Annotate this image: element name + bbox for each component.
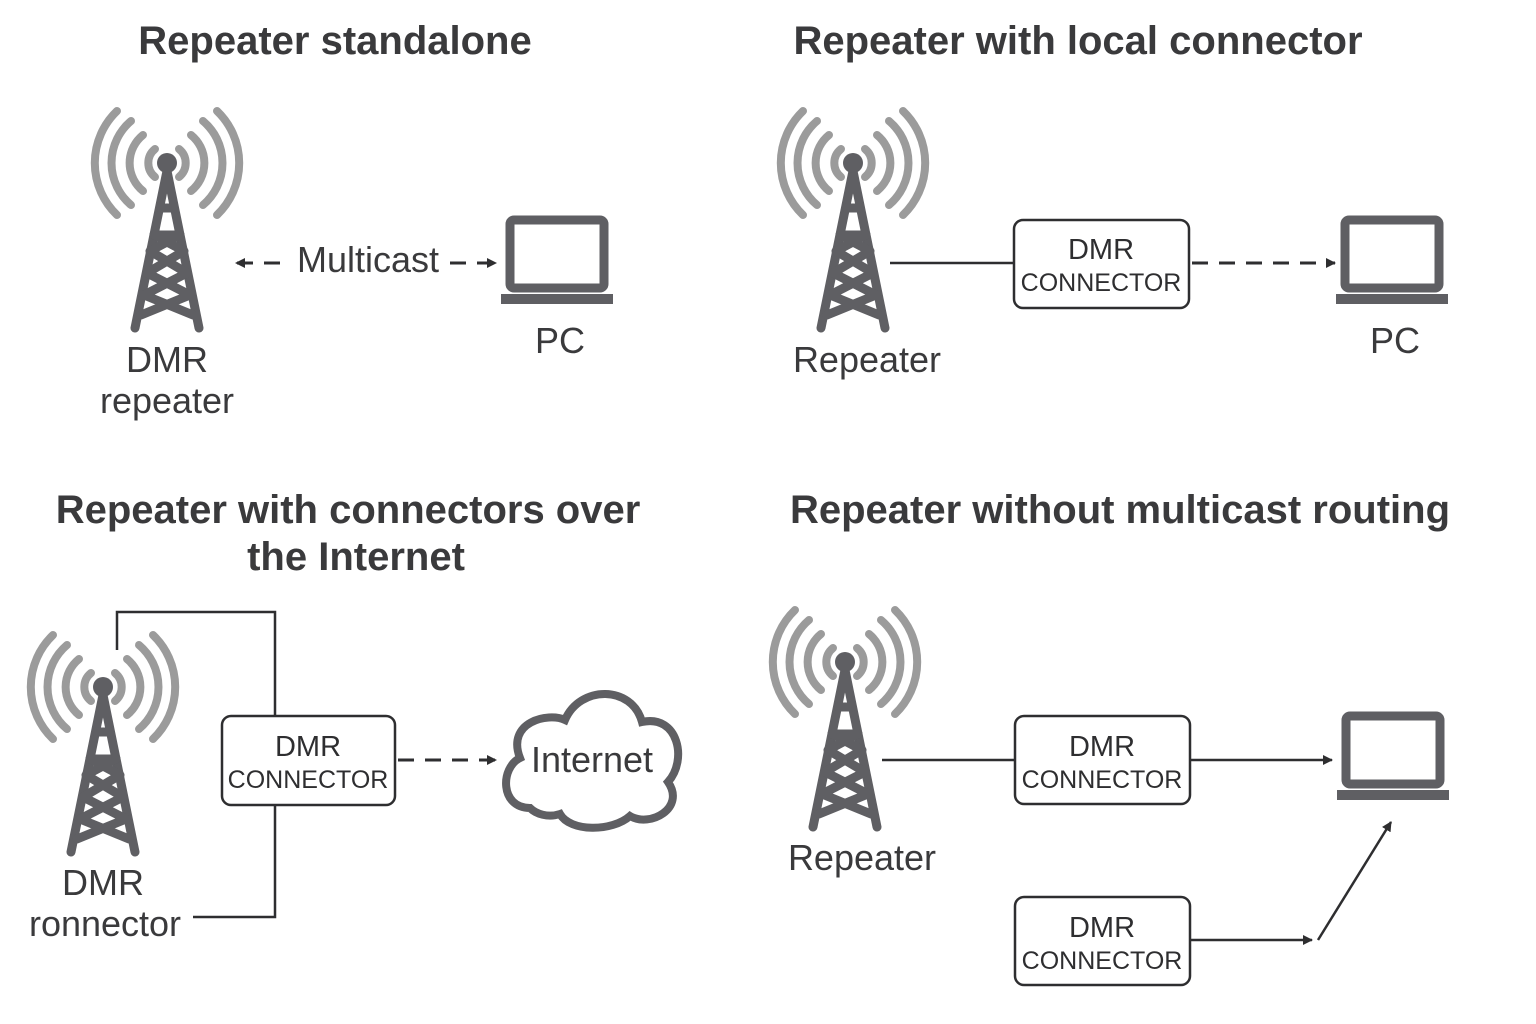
panel4-title: Repeater without multicast routing	[790, 488, 1450, 532]
panel4-box2-line2: CONNECTOR	[1022, 947, 1183, 975]
panel2-pc-label: PC	[1370, 320, 1420, 361]
dmr-connector-box	[1012, 218, 1191, 310]
panel3-tower-label-line2: ronnector	[29, 903, 181, 944]
connector2-to-pc-arrow	[1316, 821, 1393, 941]
panel-connectors-over-internet: Repeater with connectors over the Intern…	[29, 488, 683, 944]
radio-tower-icon	[781, 111, 925, 328]
connector-return-line	[193, 805, 277, 919]
laptop-icon	[1337, 716, 1449, 800]
panel-repeater-local-connector: Repeater with local connector Repeater D…	[781, 19, 1448, 380]
panel3-box-line2: CONNECTOR	[228, 766, 389, 794]
radio-tower-icon	[95, 111, 239, 328]
panel4-tower-label: Repeater	[788, 837, 936, 878]
panel1-tower-label-line2: repeater	[100, 380, 234, 421]
laptop-icon	[1336, 220, 1448, 304]
panel3-tower-label-line1: DMR	[62, 862, 144, 903]
multicast-label: Multicast	[297, 239, 439, 280]
radio-tower-icon	[31, 635, 175, 852]
dmr-connector-box	[220, 714, 397, 807]
panel2-title: Repeater with local connector	[793, 19, 1362, 63]
panel3-title-line1: Repeater with connectors over	[56, 488, 641, 532]
tower-to-connector-line	[115, 610, 277, 716]
laptop-icon	[501, 220, 613, 304]
panel-without-multicast-routing: Repeater without multicast routing Repea…	[773, 488, 1450, 987]
panel2-tower-label: Repeater	[793, 339, 941, 380]
panel4-box1-line2: CONNECTOR	[1022, 766, 1183, 794]
panel4-box2-line1: DMR	[1069, 912, 1135, 944]
panel4-box1-line1: DMR	[1069, 731, 1135, 763]
cloud-icon	[502, 690, 683, 832]
internet-label: Internet	[531, 739, 653, 780]
panel-repeater-standalone: Repeater standalone DMR repeater Multica…	[95, 19, 613, 421]
panel3-title-line2: the Internet	[247, 535, 465, 579]
panel1-tower-label-line1: DMR	[126, 339, 208, 380]
panel1-title: Repeater standalone	[138, 19, 531, 63]
panel3-box-line1: DMR	[275, 731, 341, 763]
radio-tower-icon	[773, 610, 917, 827]
panel2-box-line2: CONNECTOR	[1021, 269, 1182, 297]
panel1-pc-label: PC	[535, 320, 585, 361]
panel2-box-line1: DMR	[1068, 234, 1134, 266]
